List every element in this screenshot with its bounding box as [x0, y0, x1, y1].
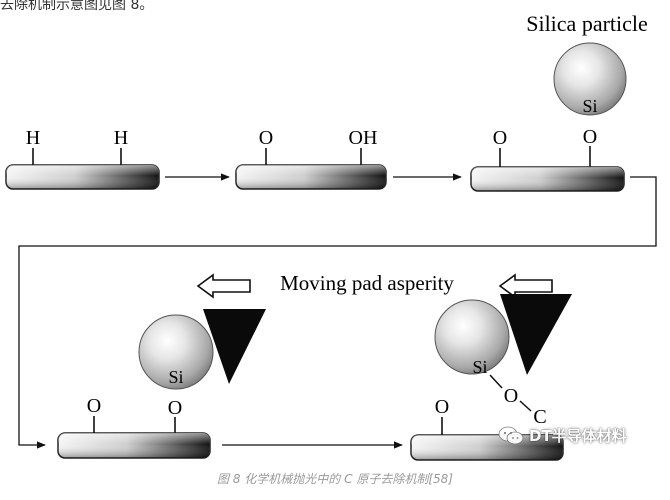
atom-label: OH	[349, 127, 378, 149]
silica-particle-label: Silica particle	[526, 11, 648, 36]
moving-pad-label: Moving pad asperity	[280, 271, 454, 295]
silica-particle	[434, 299, 510, 375]
atom-label: O	[583, 126, 597, 148]
atom-label: H	[26, 127, 40, 149]
watermark: DT半导体材料	[498, 425, 627, 446]
stage-5: Si O C O	[410, 294, 572, 461]
atom-label: O	[259, 127, 273, 149]
pad-asperity	[203, 309, 266, 384]
atom-label: H	[114, 127, 128, 149]
atom-label: O	[435, 396, 449, 418]
left-arrow-outline-icon	[196, 273, 251, 299]
particle-atom-label: Si	[582, 96, 597, 116]
intro-text: 去除机制示意图见图 8。	[0, 0, 154, 13]
silica-particle	[138, 314, 214, 390]
bond-line	[519, 400, 532, 412]
stage-1: H H	[5, 127, 160, 190]
pad-asperity	[500, 294, 572, 375]
particle-atom-label: Si	[168, 367, 183, 387]
silica-particle	[553, 42, 627, 116]
stage-2: O OH	[235, 127, 387, 190]
atom-label: O	[504, 385, 518, 407]
atom-label: O	[168, 397, 182, 419]
stage-4: Si O O	[57, 309, 266, 459]
left-arrow-outline-icon	[498, 273, 553, 299]
figure-caption: 图 8 化学机械抛光中的 C 原子去除机制[58]	[217, 472, 453, 486]
watermark-text: DT半导体材料	[529, 427, 627, 445]
wechat-icon	[498, 426, 524, 444]
carbon-atom-label: C	[533, 406, 546, 428]
bond-line	[489, 374, 503, 389]
particle-atom-label: Si	[472, 357, 487, 377]
stage-3: Silica particle Si O O	[470, 11, 648, 192]
atom-label: O	[493, 127, 507, 149]
connector-line	[18, 176, 657, 449]
atom-label: O	[87, 395, 101, 417]
